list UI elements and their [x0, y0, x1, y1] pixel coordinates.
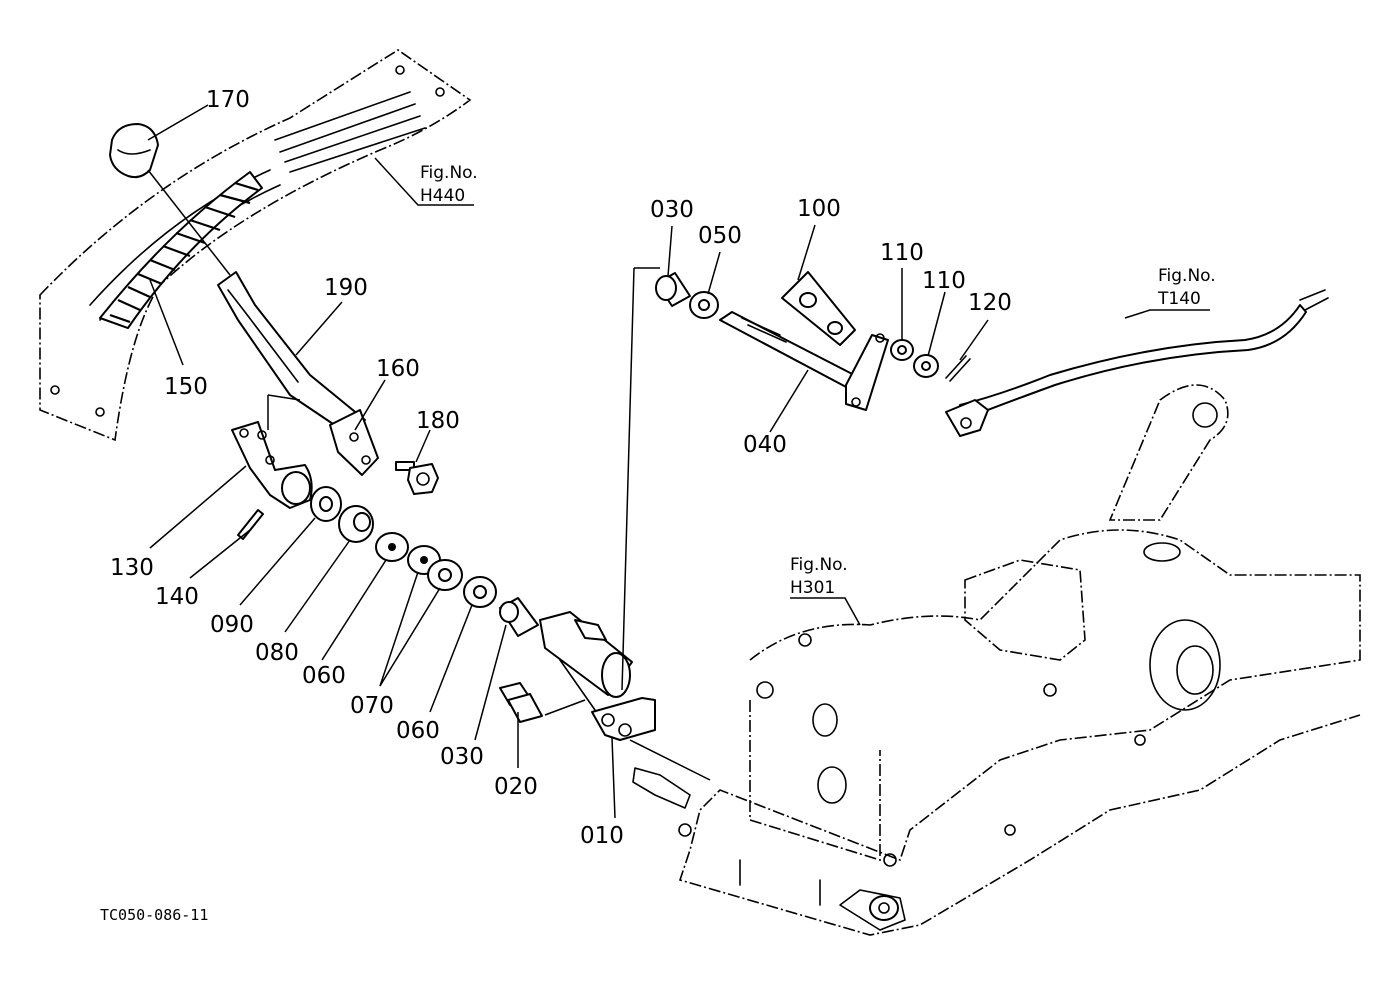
fitting-020 — [499, 682, 543, 723]
callout-140: 140 — [155, 584, 199, 610]
bolt-180 — [395, 461, 439, 495]
fig-ref-h440: Fig.No. H440 — [420, 163, 478, 206]
fig-ref-h440-label: Fig.No. — [420, 163, 478, 183]
callout-labels: 170 190 150 160 180 130 140 090 080 060 … — [110, 87, 1012, 849]
callout-030-a: 030 — [440, 744, 484, 770]
bushing-080 — [338, 505, 374, 543]
bushing-030-b — [655, 272, 691, 307]
washer-110-a — [890, 339, 914, 361]
drawing-code: TC050-086-11 — [100, 906, 208, 924]
callout-060-a: 060 — [302, 663, 346, 689]
washer-060-b — [463, 576, 497, 608]
plate-100 — [781, 271, 856, 346]
callout-010: 010 — [580, 823, 624, 849]
washer-060-a — [375, 532, 409, 562]
washer-070-b — [427, 559, 463, 591]
shaft-010 — [539, 611, 656, 741]
arm-130 — [231, 421, 313, 509]
fig-ref-t140-label: Fig.No. — [1158, 266, 1216, 286]
callout-040: 040 — [743, 432, 787, 458]
callout-160: 160 — [376, 356, 420, 382]
fig-ref-t140-number: T140 — [1157, 289, 1201, 309]
nut-090 — [310, 486, 342, 522]
callout-020: 020 — [494, 774, 538, 800]
callout-170: 170 — [206, 87, 250, 113]
callout-110-a: 110 — [880, 240, 924, 266]
knob-170 — [109, 123, 159, 179]
fig-ref-t140: Fig.No. T140 — [1157, 266, 1216, 309]
washer-050 — [689, 291, 719, 319]
callout-070: 070 — [350, 693, 394, 719]
bushing-030-a — [499, 597, 539, 637]
callout-190: 190 — [324, 275, 368, 301]
callout-050: 050 — [698, 223, 742, 249]
lever-190 — [217, 271, 366, 433]
cotter-pin-120 — [945, 355, 971, 382]
fig-ref-h301: Fig.No. H301 — [790, 555, 848, 598]
callout-180: 180 — [416, 408, 460, 434]
pin-140 — [237, 509, 264, 540]
callout-150: 150 — [164, 374, 208, 400]
callout-030-b: 030 — [650, 197, 694, 223]
callout-090: 090 — [210, 612, 254, 638]
callout-120: 120 — [968, 290, 1012, 316]
bracket-160 — [329, 409, 379, 476]
callout-060-b: 060 — [396, 718, 440, 744]
callout-110-b: 110 — [922, 268, 966, 294]
hatched-slot-guide — [99, 171, 263, 329]
fig-ref-h301-number: H301 — [790, 578, 835, 598]
fig-ref-h440-number: H440 — [420, 186, 465, 206]
hydraulic-housing — [632, 384, 1361, 936]
callout-100: 100 — [797, 196, 841, 222]
washer-110-b — [913, 354, 939, 378]
leader-lines — [147, 104, 1210, 819]
fig-ref-h301-label: Fig.No. — [790, 555, 848, 575]
callout-080: 080 — [255, 640, 299, 666]
link-rod — [945, 289, 1329, 437]
rod-040 — [719, 311, 889, 411]
callout-130: 130 — [110, 555, 154, 581]
